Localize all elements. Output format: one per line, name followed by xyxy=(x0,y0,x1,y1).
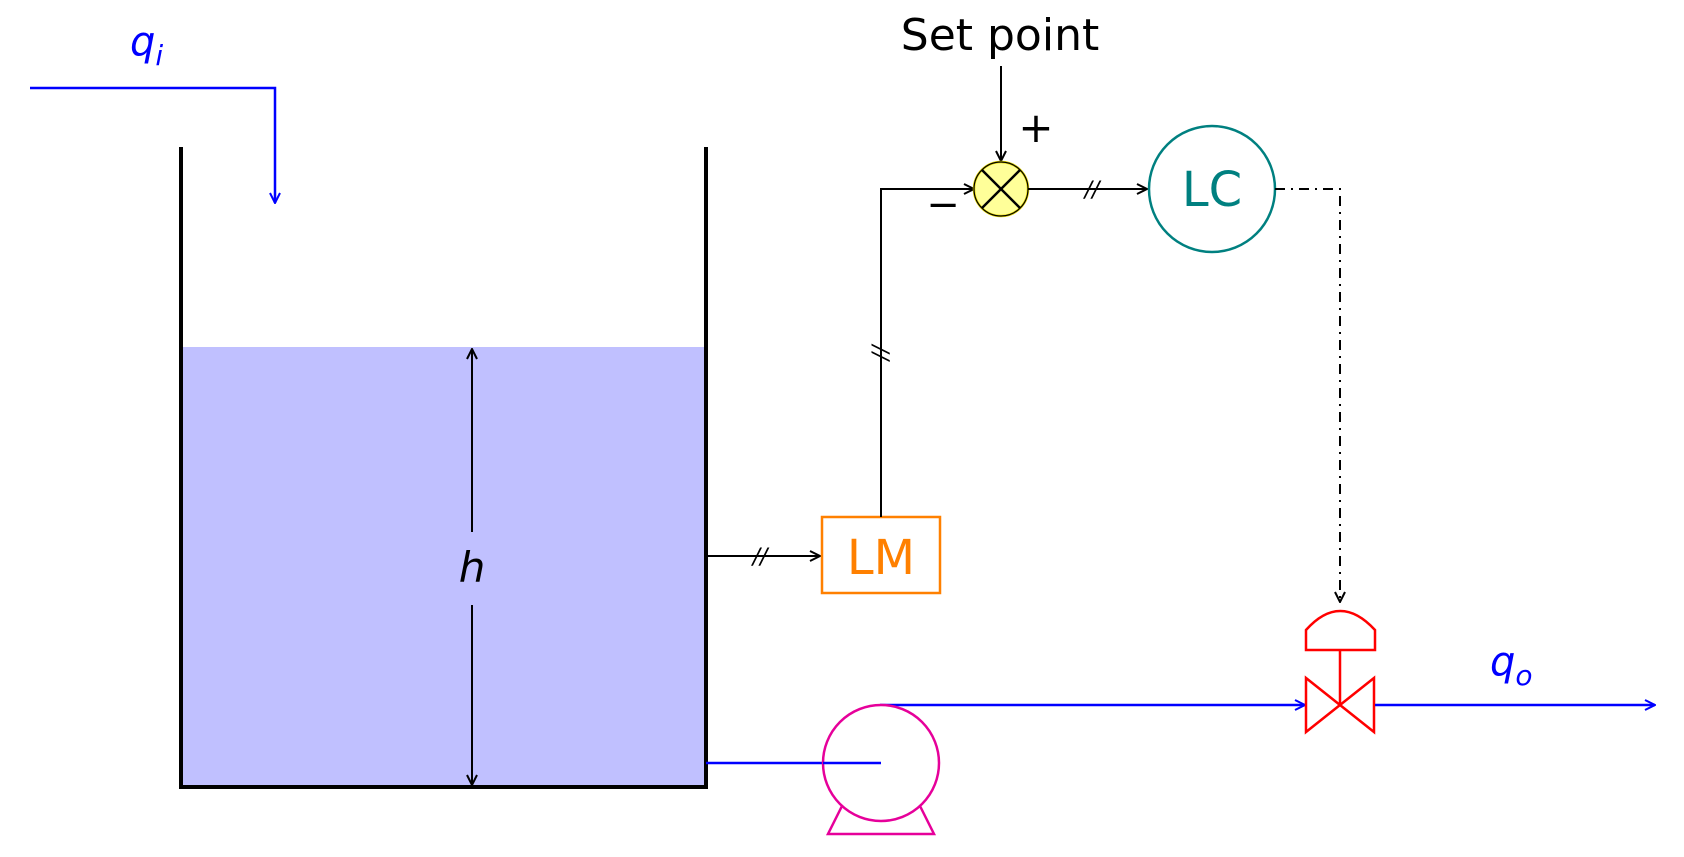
inflow-line xyxy=(30,86,275,203)
control-valve xyxy=(1304,609,1377,735)
signal-tick-2: // xyxy=(869,343,894,362)
feedback-signal: // − xyxy=(869,182,974,517)
height-label: h xyxy=(459,543,486,592)
outflow-stream: qo xyxy=(1375,639,1655,705)
plus-sign: + xyxy=(1018,103,1053,152)
error-signal: // xyxy=(1028,178,1147,203)
tank-walls xyxy=(179,147,708,789)
liquid-level-fill xyxy=(183,347,705,787)
signal-tick-3: // xyxy=(1083,178,1102,203)
tank: h xyxy=(179,147,708,789)
pump-base xyxy=(825,795,937,836)
set-point-label: Set point xyxy=(901,10,1099,61)
outflow-label: qo xyxy=(1490,639,1533,692)
comparator-cross-2 xyxy=(981,169,1021,209)
set-point: Set point + xyxy=(901,10,1099,161)
lm-box xyxy=(820,515,942,595)
lm-to-comparator-line xyxy=(880,189,974,517)
controller-output-line xyxy=(1275,188,1340,602)
valve-body xyxy=(1304,675,1376,735)
valve-actuator xyxy=(1304,609,1377,652)
level-measurement: // LM xyxy=(706,515,942,595)
lc-label: LC xyxy=(1182,162,1242,218)
inflow-subscript: i xyxy=(155,39,163,72)
outlet-piping xyxy=(706,705,1305,765)
level-controller: LC xyxy=(1147,124,1277,254)
inflow-label: qi xyxy=(130,19,163,72)
outflow-subscript: o xyxy=(1515,659,1532,692)
lm-label: LM xyxy=(847,530,915,586)
signal-tick-1: // xyxy=(751,545,770,570)
outflow-symbol: q xyxy=(1490,639,1515,685)
comparator xyxy=(972,160,1030,218)
minus-sign: − xyxy=(926,182,960,228)
inflow-stream: qi xyxy=(30,19,275,203)
pump xyxy=(821,703,941,836)
inflow-symbol: q xyxy=(130,19,155,65)
